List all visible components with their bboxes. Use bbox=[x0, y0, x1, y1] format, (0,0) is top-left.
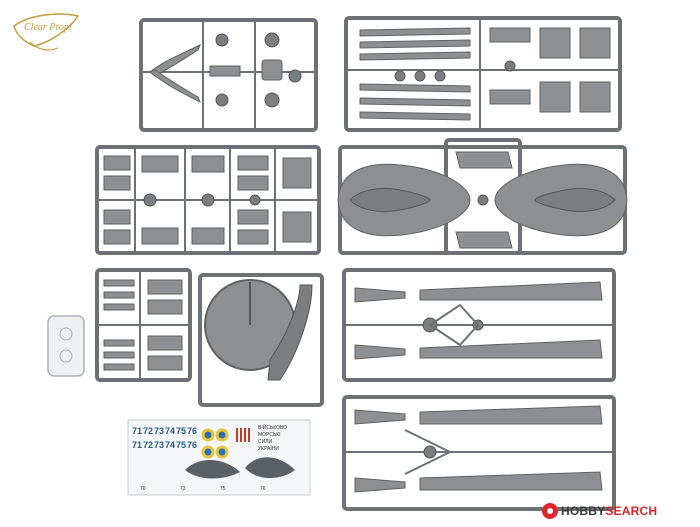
decal-bottom-code: 70 73 75 76 bbox=[140, 486, 266, 492]
decal-code: 73 bbox=[180, 486, 186, 492]
decal-number: 74 bbox=[165, 426, 175, 436]
decal-number: 71 bbox=[132, 426, 142, 436]
decal-number: 76 bbox=[187, 426, 197, 436]
decal-sheet bbox=[127, 419, 311, 496]
decal-number: 72 bbox=[143, 440, 153, 450]
hobbysearch-icon bbox=[542, 503, 558, 519]
hobbysearch-watermark: HOBBYSEARCH bbox=[542, 500, 657, 522]
decal-number: 75 bbox=[176, 426, 186, 436]
decal-number: 76 bbox=[187, 440, 197, 450]
decal-side-line: ВІЙСЬКОВО bbox=[258, 423, 287, 431]
decal-number: 72 bbox=[143, 426, 153, 436]
sprue-b bbox=[344, 16, 622, 132]
watermark-text: HOBBYSEARCH bbox=[561, 504, 658, 518]
sprue-h bbox=[342, 395, 616, 511]
sprue-c bbox=[95, 145, 321, 255]
decal-number: 74 bbox=[165, 440, 175, 450]
brand-logo bbox=[13, 13, 80, 51]
clear-canopy bbox=[47, 315, 85, 377]
sprue-g bbox=[342, 268, 616, 382]
sprue-a bbox=[139, 18, 318, 132]
decal-side-line: УКРАЇНИ bbox=[258, 445, 279, 452]
sprue-e bbox=[95, 268, 192, 382]
sprue-f bbox=[198, 273, 324, 407]
decal-code: 76 bbox=[260, 486, 266, 492]
brand-logo-text: Clear Prop! bbox=[24, 22, 72, 33]
decal-number: 73 bbox=[154, 440, 164, 450]
decal-side-line: МОРСЬКІ bbox=[258, 432, 281, 438]
decal-code: 75 bbox=[220, 486, 226, 492]
decal-number: 75 bbox=[176, 440, 186, 450]
decal-side-line: СИЛИ bbox=[258, 439, 272, 445]
decal-code: 70 bbox=[140, 486, 146, 492]
decal-number: 73 bbox=[154, 426, 164, 436]
decal-number: 71 bbox=[132, 440, 142, 450]
sprue-d bbox=[337, 138, 628, 255]
